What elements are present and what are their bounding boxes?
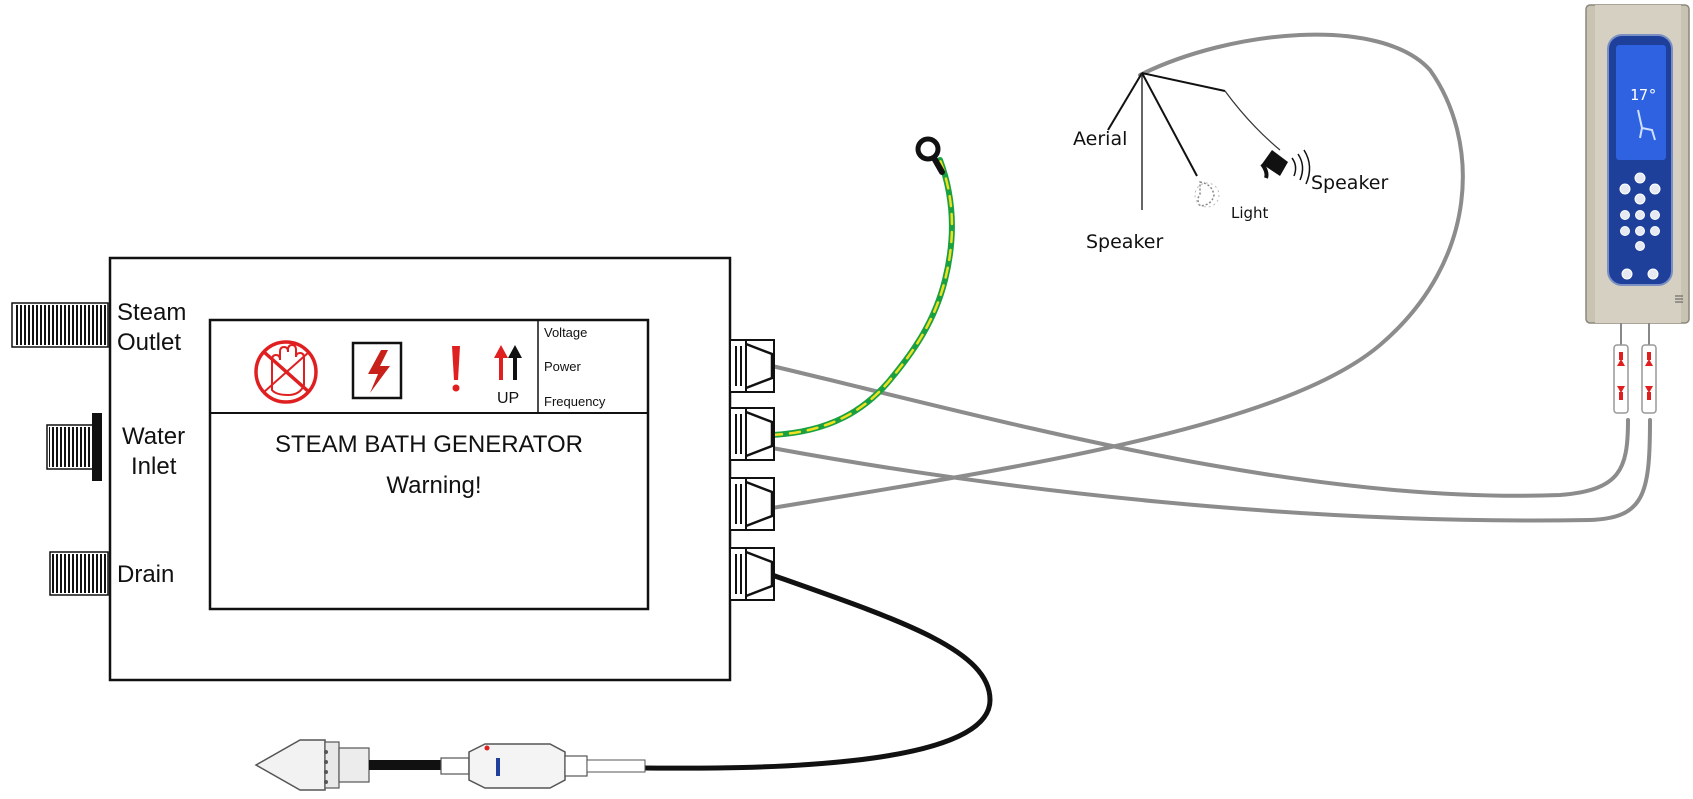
panel-display-value: 17°: [1630, 86, 1657, 104]
drain-label: Drain: [117, 561, 174, 588]
power-plug: [254, 739, 441, 791]
aerial-harness: [1107, 72, 1281, 210]
connector-right: [1641, 344, 1657, 414]
cable-to-aerial: [770, 32, 1465, 510]
panel-button-9[interactable]: [1647, 268, 1659, 280]
ground-wire-yellow: [770, 158, 954, 437]
panel-button-5[interactable]: [1635, 226, 1645, 236]
grey-cables: [770, 32, 1652, 523]
water-inlet-label-2: Inlet: [131, 453, 177, 480]
panel-lcd-screen: [1616, 45, 1666, 160]
panel-button-left[interactable]: [1619, 183, 1631, 195]
cable-gland-3: [728, 476, 776, 532]
panel-button-1[interactable]: [1620, 210, 1630, 220]
no-touch-icon: [254, 340, 318, 404]
generator-warning: Warning!: [386, 472, 481, 499]
generator-title: STEAM BATH GENERATOR: [275, 431, 583, 458]
water-inlet-port: [46, 413, 102, 481]
cable-gland-2: [728, 406, 776, 462]
ground-wire: [769, 157, 955, 438]
cable-mid-to-panel: [770, 418, 1652, 523]
spec-label-voltage: Voltage: [544, 325, 587, 340]
panel-button-up[interactable]: [1634, 172, 1646, 184]
up-arrows-icon: [494, 345, 522, 380]
panel-button-7[interactable]: [1635, 241, 1645, 251]
panel-button-2[interactable]: [1635, 210, 1645, 220]
cable-gland-1: [728, 338, 776, 394]
panel-button-8[interactable]: [1621, 268, 1633, 280]
ground-wire-green: [769, 157, 955, 438]
panel-button-down[interactable]: [1634, 193, 1646, 205]
panel-button-4[interactable]: [1620, 226, 1630, 236]
connector-left: [1613, 344, 1629, 414]
cable-gland-4: [728, 546, 776, 602]
light-icon: [1194, 181, 1220, 208]
exclamation-icon: [452, 346, 460, 392]
water-inlet-label-1: Water: [122, 423, 185, 450]
drain-port: [49, 551, 109, 596]
panel-button-3[interactable]: [1650, 210, 1660, 220]
steam-outlet-port: [11, 302, 109, 348]
spec-label-power: Power: [544, 359, 582, 374]
panel-button-right[interactable]: [1649, 183, 1661, 195]
speaker-icon: [1260, 149, 1311, 185]
power-cable: [644, 572, 993, 771]
ground-ring-terminal: [915, 136, 945, 175]
panel-buttons: [1619, 172, 1661, 280]
steam-outlet-label-1: Steam: [117, 299, 186, 326]
speaker-left-label: Speaker: [1086, 231, 1163, 253]
panel-connectors: [1613, 323, 1657, 414]
aerial-label: Aerial: [1073, 128, 1127, 150]
cable-top-to-panel: [770, 364, 1630, 498]
speaker-right-label: Speaker: [1311, 172, 1388, 194]
up-label: UP: [497, 390, 519, 407]
steam-outlet-label-2: Outlet: [117, 329, 181, 356]
high-voltage-icon: [351, 341, 403, 400]
spec-label-frequency: Frequency: [544, 394, 606, 409]
control-panel: 17°: [1585, 4, 1690, 324]
seated-person-icon: [1637, 109, 1656, 141]
light-label: Light: [1231, 204, 1269, 222]
rcd-unit: [440, 743, 646, 789]
panel-button-6[interactable]: [1650, 226, 1660, 236]
